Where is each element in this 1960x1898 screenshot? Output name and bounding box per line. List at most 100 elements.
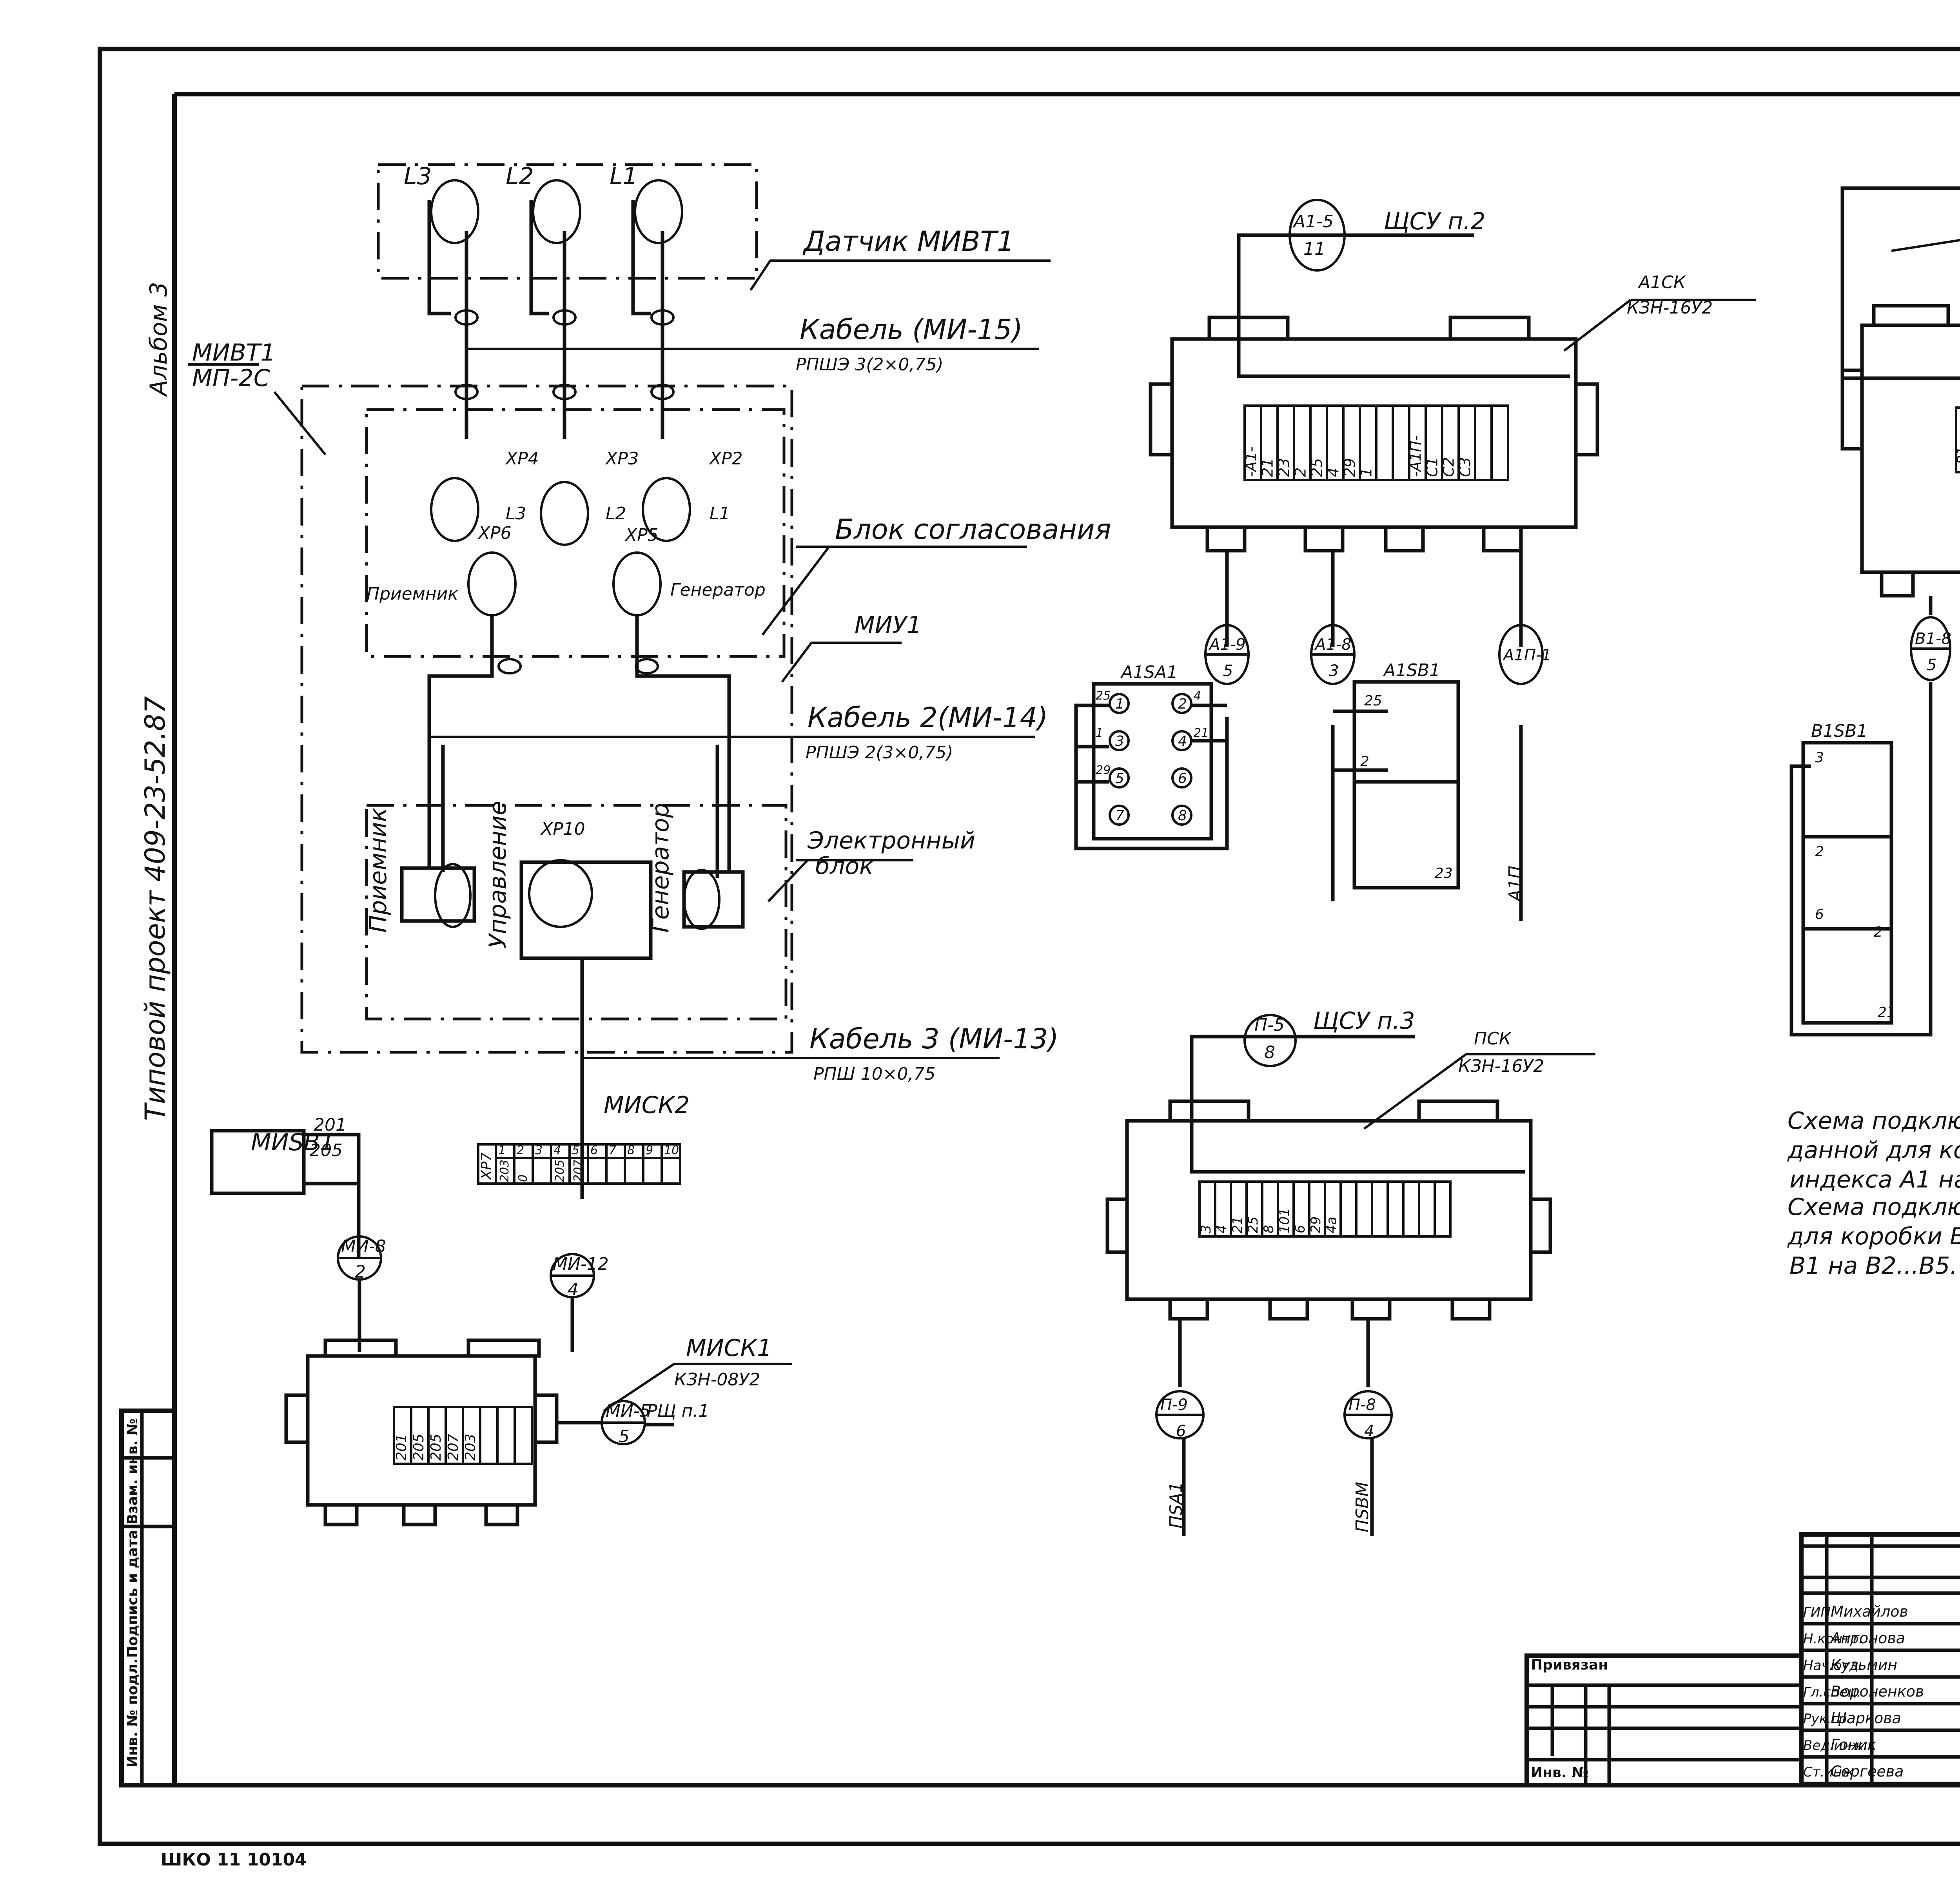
terminal-label: 1: [498, 1144, 506, 1157]
bottom-stamp: ШКО 11 10104: [161, 1850, 307, 1870]
misk1-type: КЗН-08У2: [674, 1370, 760, 1390]
pin: [1109, 767, 1130, 789]
electronic-block-label-2: блок: [815, 852, 873, 880]
matching-generator-label: Генератор: [670, 580, 766, 600]
electronic-receiver-connector: [434, 863, 472, 928]
pin-label: 3: [1115, 733, 1124, 749]
cable-marker: А1-83: [1310, 624, 1356, 685]
side-stamp-podpis: Подпись и дата: [125, 1530, 141, 1658]
connector-xp10: [528, 859, 593, 928]
pin: [1171, 805, 1192, 826]
cable3-label: Кабель 3 (МИ-13): [809, 1023, 1059, 1055]
psbm-label: ПSВМ: [1352, 1482, 1372, 1532]
terminal-label: 21: [1230, 1216, 1245, 1233]
xp6-label: XP6: [477, 523, 512, 543]
matching-block-connectors: XP4 XP3 XP2 L3 L2 L1 XP6 XP5 Приемник Ге…: [367, 449, 766, 616]
marker-mi5: МИ-5 5 РЩ п.1: [557, 1400, 709, 1447]
sensor-label-l1: L1: [610, 163, 638, 190]
terminal-label: 29: [1341, 458, 1358, 477]
terminal-label: 2: [517, 1144, 524, 1157]
terminal-label: -В1-: [1955, 442, 1960, 470]
note-line-5: для коробки В1СК с соответствующей замен…: [1787, 1223, 1960, 1250]
pin-label: 7: [1115, 808, 1124, 824]
misk2-xp7-label: XP7: [479, 1153, 495, 1180]
terminal-label: 201: [394, 1434, 410, 1461]
terminal-cell: [532, 1157, 552, 1185]
pin-label: 2: [1178, 696, 1187, 712]
terminal-label: 207: [572, 1160, 585, 1182]
cable-marker: П-96: [1155, 1390, 1205, 1440]
marker-top-text: П-8: [1348, 1396, 1376, 1414]
terminal-label: 23: [1275, 458, 1292, 477]
marker-top-text: А1-9: [1208, 636, 1246, 654]
connector-xp5: [612, 551, 662, 616]
electronic-generator-connector: [683, 869, 720, 930]
marker-bottom-text: 5: [1927, 656, 1936, 674]
cable2-spec: РПШЭ 2(3×0,75): [806, 743, 953, 763]
cable-marker: А1П-1: [1498, 624, 1552, 685]
terminal-label: 21: [1259, 458, 1276, 477]
connector-xp2: [642, 477, 691, 542]
left-schematic: L3 L2 L1 Датчик МИВТ1 Кабель (МИ-15) РПШ…: [188, 163, 1111, 1526]
a1ck-label: А1СК: [1637, 272, 1686, 292]
xp4-line: L3: [506, 504, 526, 524]
terminal-label: 1: [1357, 468, 1375, 477]
pin: [1171, 730, 1192, 751]
misb1-wire-top: 201: [314, 1115, 347, 1135]
sensor-connectors: L3 L2 L1: [404, 163, 683, 244]
side-stamp-vzam: Взам. инв. №: [125, 1418, 141, 1525]
terminal-label: С2: [1440, 457, 1457, 477]
pck-box: [1125, 1119, 1533, 1301]
b1sb1-box: [1801, 741, 1893, 1025]
terminal-label: 25: [1245, 1216, 1261, 1233]
pck-label: ПСК: [1474, 1029, 1512, 1049]
p-5-dest: ЩСУ п.3: [1313, 1007, 1415, 1035]
xp2-label: XP2: [709, 449, 743, 469]
terminal-cell: [1371, 1180, 1389, 1238]
svg-text:П-5: П-5: [1254, 1015, 1285, 1035]
b1ck-box: [1860, 323, 1960, 574]
connector-xp4: [430, 477, 479, 542]
terminal-cell: [1339, 1180, 1357, 1238]
signature-name: Михайлов: [1831, 1603, 1908, 1620]
terminal-cell: [479, 1406, 499, 1465]
terminal-label: 205: [553, 1160, 567, 1182]
terminal-label: 29: [1308, 1216, 1324, 1233]
cable-marker: В1-85: [1910, 616, 1951, 681]
svg-text:11: 11: [1303, 239, 1325, 259]
pin-label: 6: [1178, 770, 1187, 787]
pin: [1171, 693, 1192, 714]
terminal-label: 6: [590, 1144, 598, 1157]
pin-label: 4: [1178, 733, 1187, 749]
terminal-label: 4: [554, 1144, 561, 1157]
signature-role: Нач.отд.: [1803, 1658, 1863, 1673]
terminal-label: -А1П-: [1407, 435, 1424, 477]
terminal-label: 10: [664, 1144, 679, 1157]
svg-text:3: 3: [1815, 750, 1824, 766]
a1ck-box: [1170, 337, 1578, 529]
sensor-label-l3: L3: [404, 163, 432, 190]
svg-text:МИ-8: МИ-8: [341, 1236, 386, 1256]
marker-p-5: П-5 8: [1243, 1014, 1297, 1067]
signature-name: Вороненков: [1831, 1683, 1924, 1700]
inv-no-label: Инв. №: [1531, 1765, 1588, 1781]
b1ck-terminal-strip: -В1-1212223336647С1С2С3: [1955, 406, 1960, 473]
terminal-cell: [1375, 404, 1394, 481]
privyazan-label: Привязан: [1531, 1657, 1608, 1673]
terminal-cell: [1355, 1180, 1373, 1238]
pin: [1109, 693, 1130, 714]
terminal-cell: [1387, 1180, 1405, 1238]
wire-label: 29: [1096, 763, 1111, 777]
terminal-cell: [1434, 1180, 1452, 1238]
pck-type: КЗН-16У2: [1458, 1056, 1544, 1076]
misk2-label: МИСК2: [604, 1091, 690, 1119]
svg-text:23: 23: [1435, 865, 1453, 881]
svg-text:5: 5: [619, 1427, 630, 1447]
terminal-cell: [624, 1157, 644, 1185]
svg-text:25: 25: [1364, 693, 1382, 709]
